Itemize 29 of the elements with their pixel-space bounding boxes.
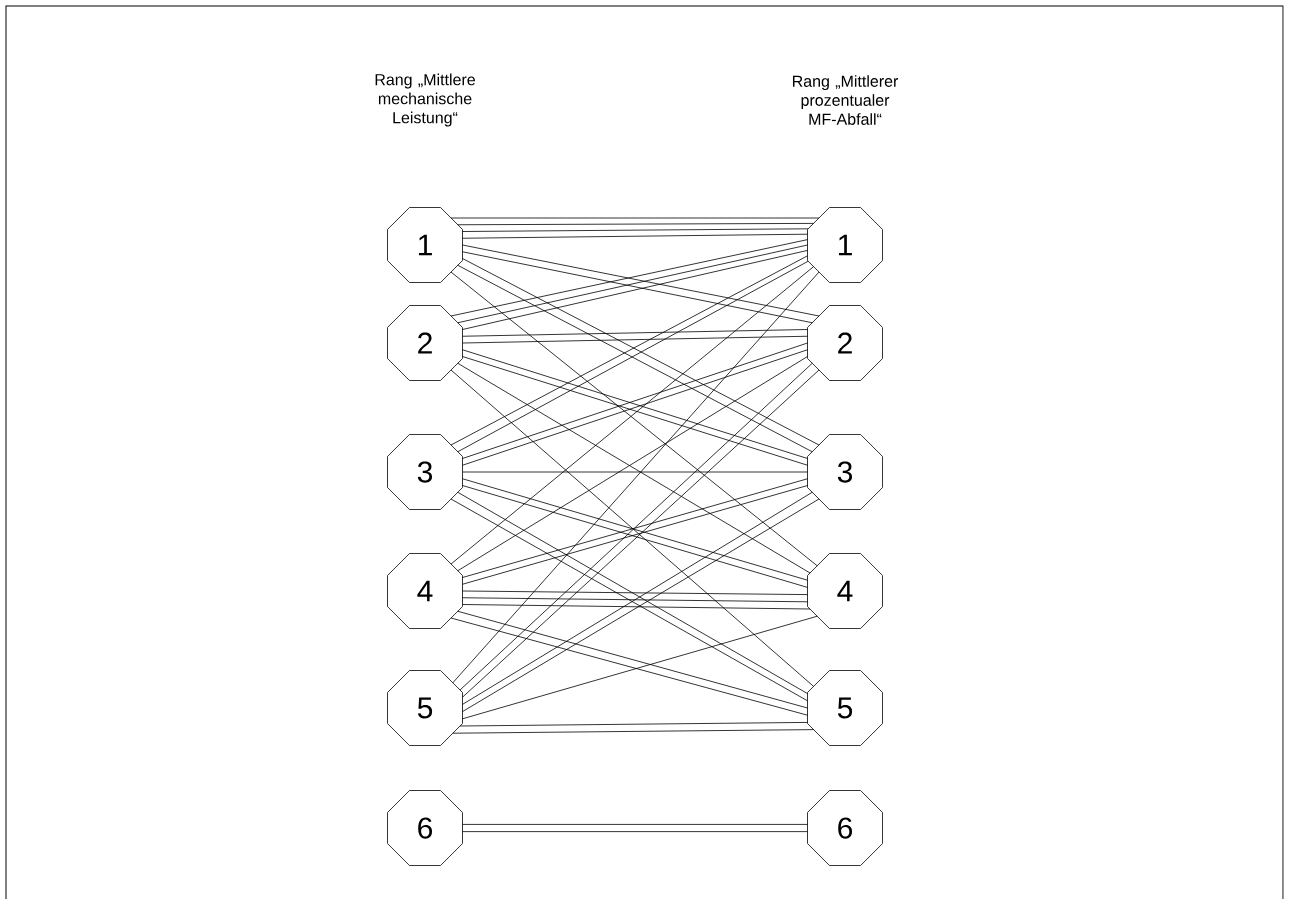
octagon-node: 2 (807, 305, 883, 381)
connecting-line (462, 831, 808, 832)
octagon-node: 4 (807, 553, 883, 629)
octagon-node: 2 (387, 305, 463, 381)
connecting-line (462, 590, 808, 595)
octagon-node: 4 (387, 553, 463, 629)
octagon-node: 5 (807, 670, 883, 746)
connecting-line (452, 729, 814, 734)
octagon-node: 1 (807, 207, 883, 283)
connecting-line (462, 471, 808, 473)
connecting-line (462, 824, 808, 825)
octagon-node: 3 (807, 434, 883, 510)
connecting-line (462, 604, 811, 610)
connecting-line (462, 597, 808, 603)
octagon-node: 5 (387, 670, 463, 746)
connecting-line (462, 233, 808, 239)
octagon-node: 6 (807, 790, 883, 866)
connecting-line (452, 271, 820, 684)
connecting-line (457, 223, 814, 226)
octagon-node: 1 (387, 207, 463, 283)
column-heading: Rang „Mittlere mechanische Leistung“ (375, 73, 475, 127)
connecting-line (462, 335, 808, 344)
octagon-node: 6 (387, 790, 463, 866)
octagon-node: 3 (387, 434, 463, 510)
connecting-line (459, 722, 808, 727)
connecting-line (462, 329, 808, 337)
connecting-line (462, 228, 809, 232)
connecting-line (450, 217, 820, 219)
column-heading: Rang „Mittlerer prozentualer MF-Abfall“ (793, 75, 899, 125)
